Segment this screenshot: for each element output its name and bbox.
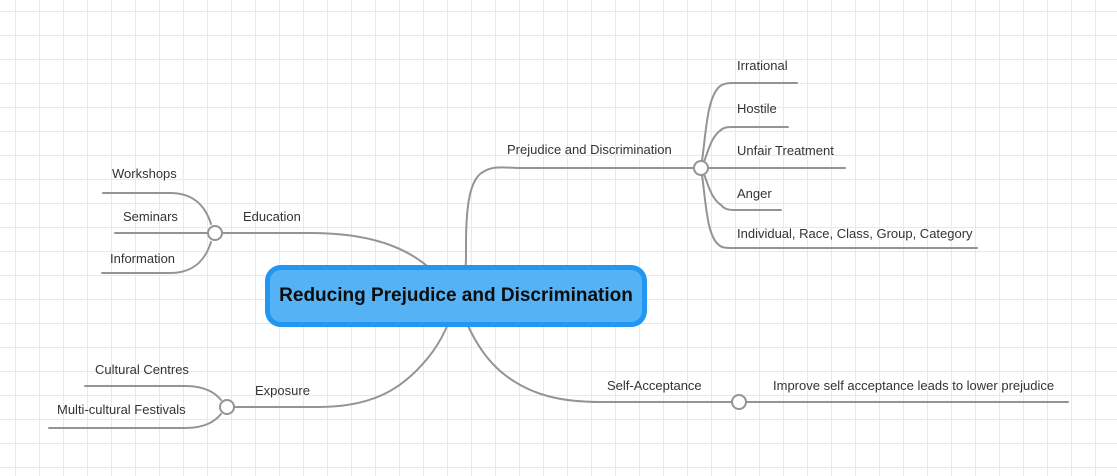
edge-hostile <box>703 126 789 163</box>
node-self-acceptance[interactable]: Self-Acceptance <box>607 378 702 393</box>
edge-multicultural-festivals <box>48 413 222 429</box>
root-node-label: Reducing Prejudice and Discrimination <box>279 285 633 306</box>
edge-individual-race-class-group-category <box>701 174 978 249</box>
node-education[interactable]: Education <box>243 209 301 224</box>
node-multicultural-festivals[interactable]: Multi-cultural Festivals <box>57 402 186 417</box>
junction-exposure[interactable] <box>219 399 235 415</box>
node-anger[interactable]: Anger <box>737 186 772 201</box>
node-prejudice-and-discrimination[interactable]: Prejudice and Discrimination <box>507 142 672 157</box>
edge-information <box>101 241 212 274</box>
junction-prejudice-and-discrimination[interactable] <box>693 160 709 176</box>
node-improve-self-acceptance[interactable]: Improve self acceptance leads to lower p… <box>773 378 1055 393</box>
junction-self-acceptance[interactable] <box>731 394 747 410</box>
node-exposure[interactable]: Exposure <box>255 383 310 398</box>
node-individual-race-class-group-category[interactable]: Individual, Race, Class, Group, Category <box>737 226 973 241</box>
node-information[interactable]: Information <box>110 251 176 266</box>
edge-workshops <box>102 192 212 225</box>
node-cultural-centres[interactable]: Cultural Centres <box>95 362 189 377</box>
edge-irrational <box>701 82 798 162</box>
node-workshops[interactable]: Workshops <box>112 166 177 181</box>
node-hostile[interactable]: Hostile <box>737 101 777 116</box>
node-irrational[interactable]: Irrational <box>737 58 788 73</box>
node-unfair-treatment[interactable]: Unfair Treatment <box>737 143 834 158</box>
root-node[interactable]: Reducing Prejudice and Discrimination <box>265 265 647 327</box>
node-seminars[interactable]: Seminars <box>123 209 178 224</box>
edge-cultural-centres <box>84 385 222 401</box>
edge-anger <box>703 173 782 211</box>
junction-education[interactable] <box>207 225 223 241</box>
